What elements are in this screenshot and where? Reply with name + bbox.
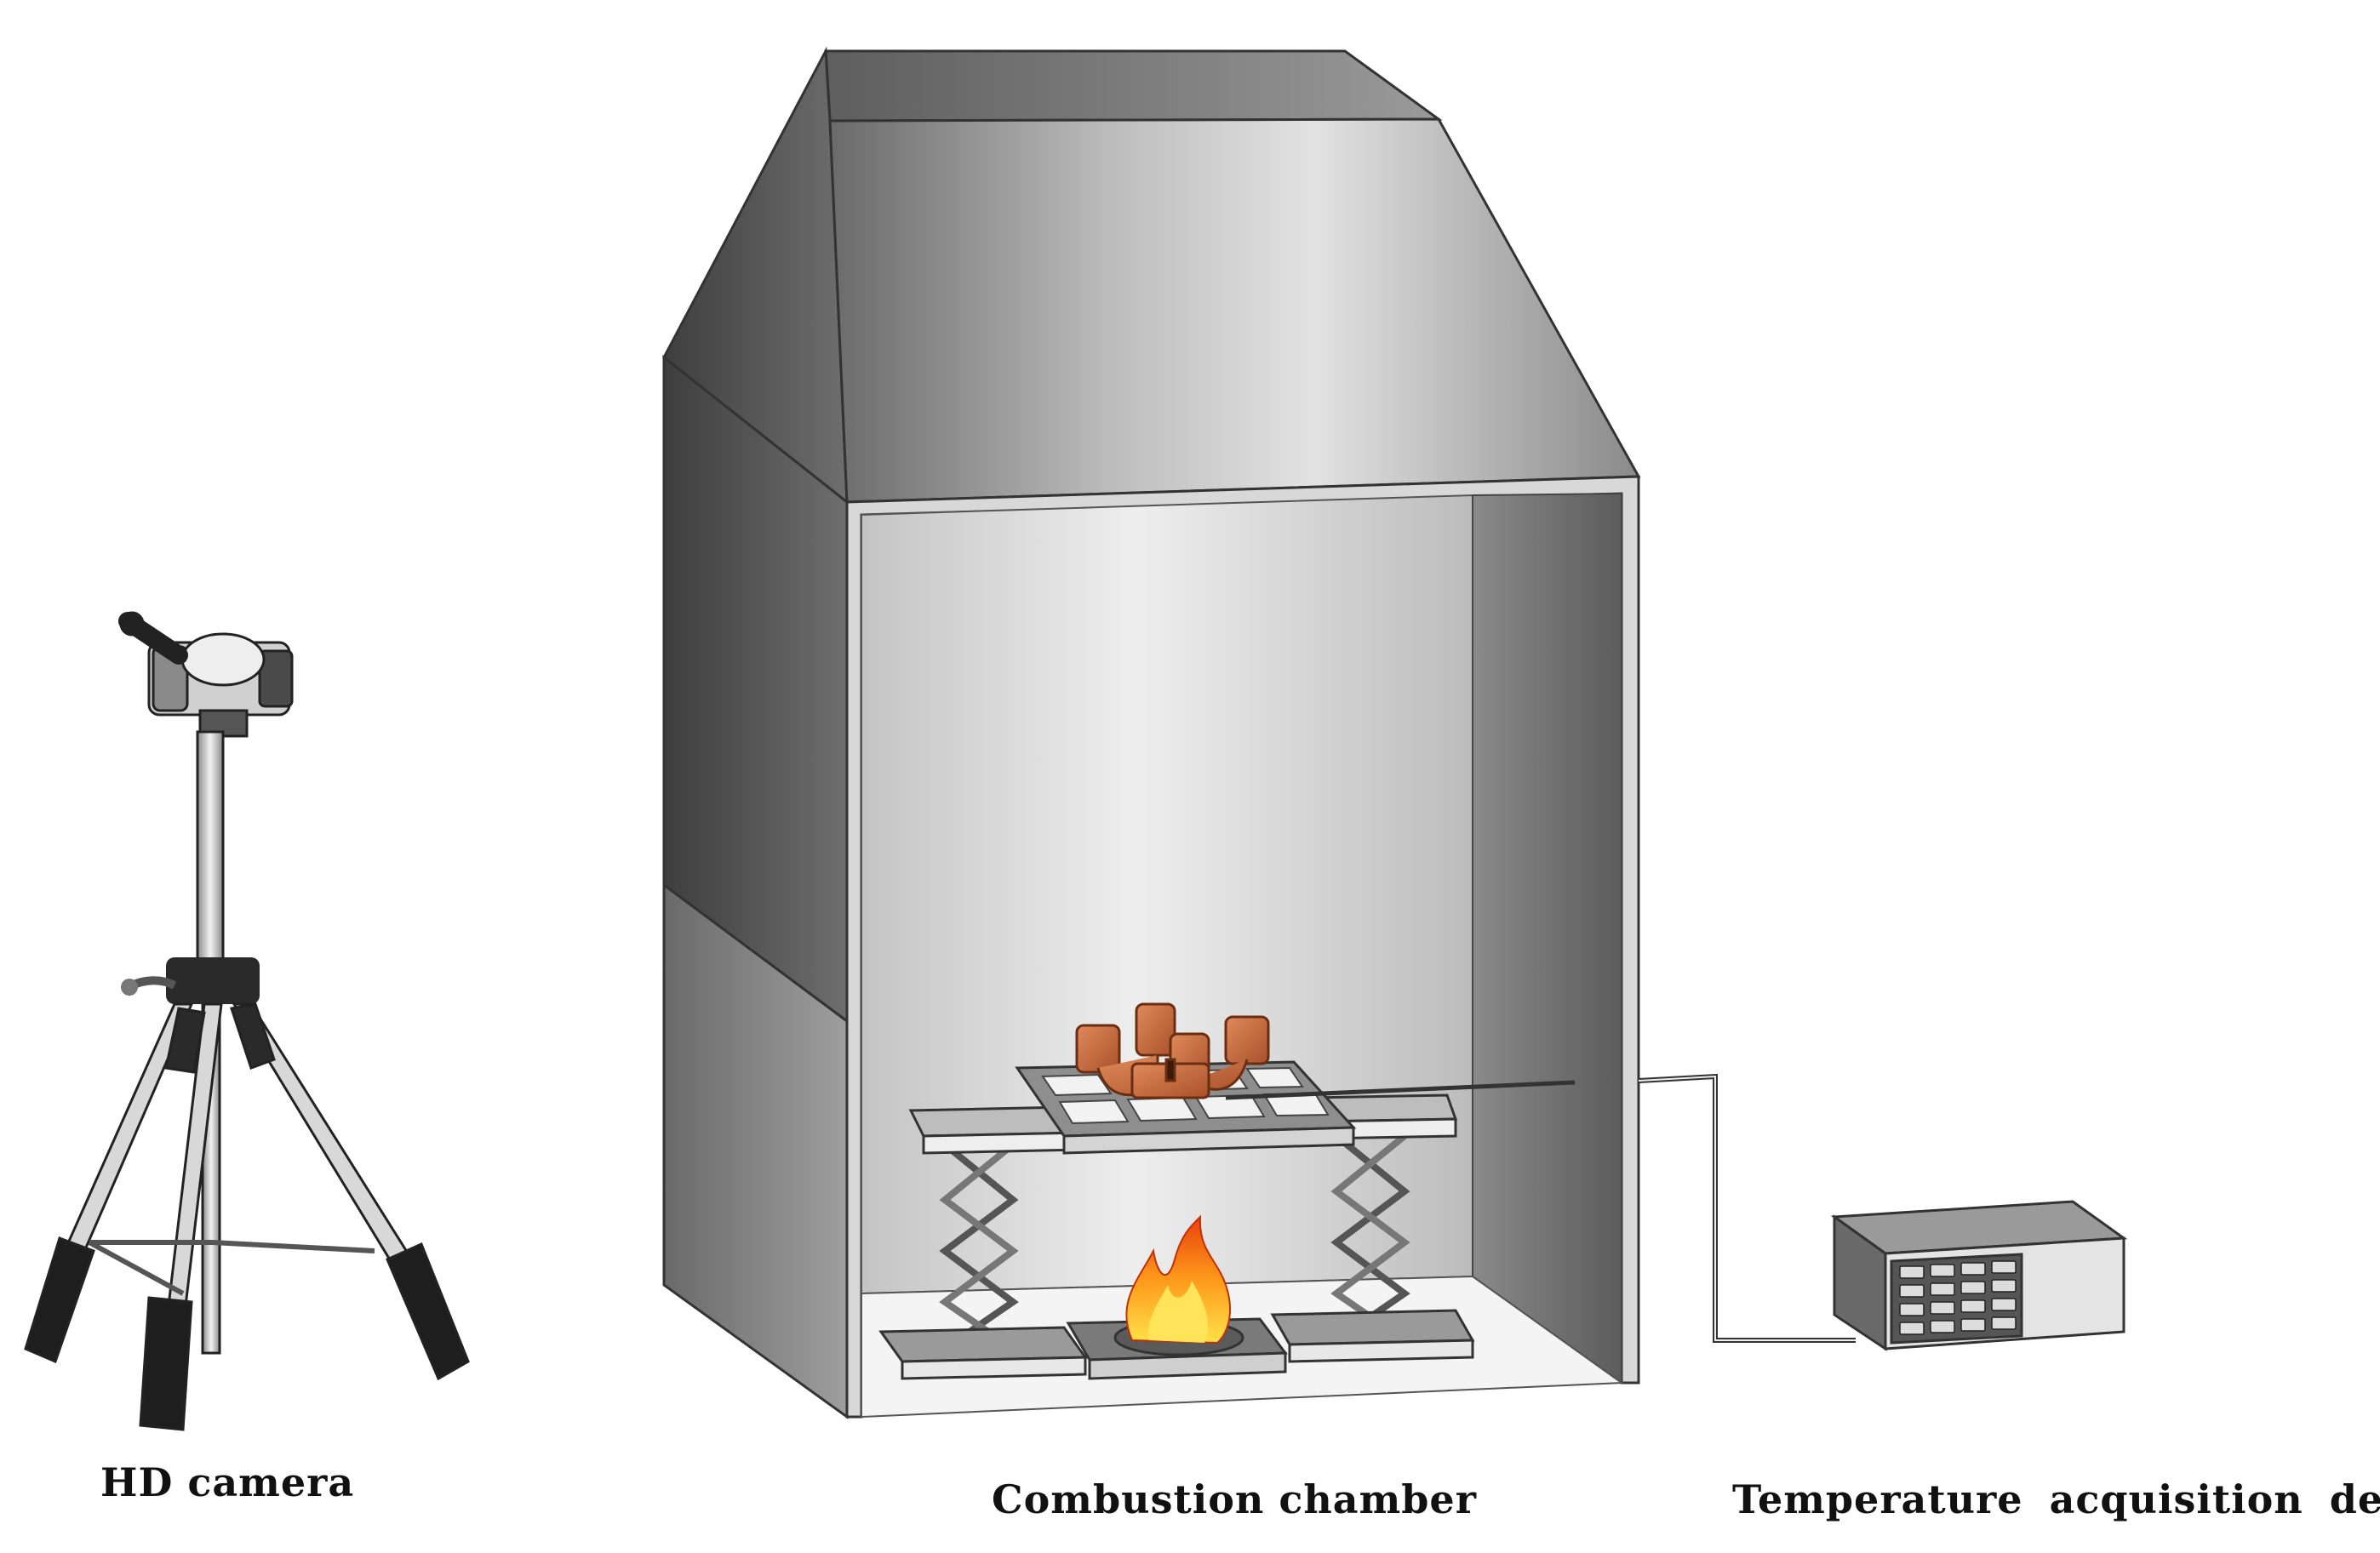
data-logger-icon (1830, 1200, 2128, 1351)
camera-icon (118, 611, 294, 738)
camera-label: HD camera (100, 1459, 355, 1505)
thermocouple-probe (1225, 1080, 1576, 1100)
hood-icon (662, 46, 1641, 1419)
flame-icon (1125, 1214, 1231, 1345)
sample-icon (1075, 1002, 1270, 1099)
chamber-label: Combustion chamber (992, 1476, 1477, 1522)
tripod-icon (24, 730, 470, 1431)
data-cable (1638, 1073, 1856, 1343)
scissor-lift-icon (939, 1133, 1410, 1352)
device-label: Temperature acquisition device (1732, 1476, 2380, 1522)
